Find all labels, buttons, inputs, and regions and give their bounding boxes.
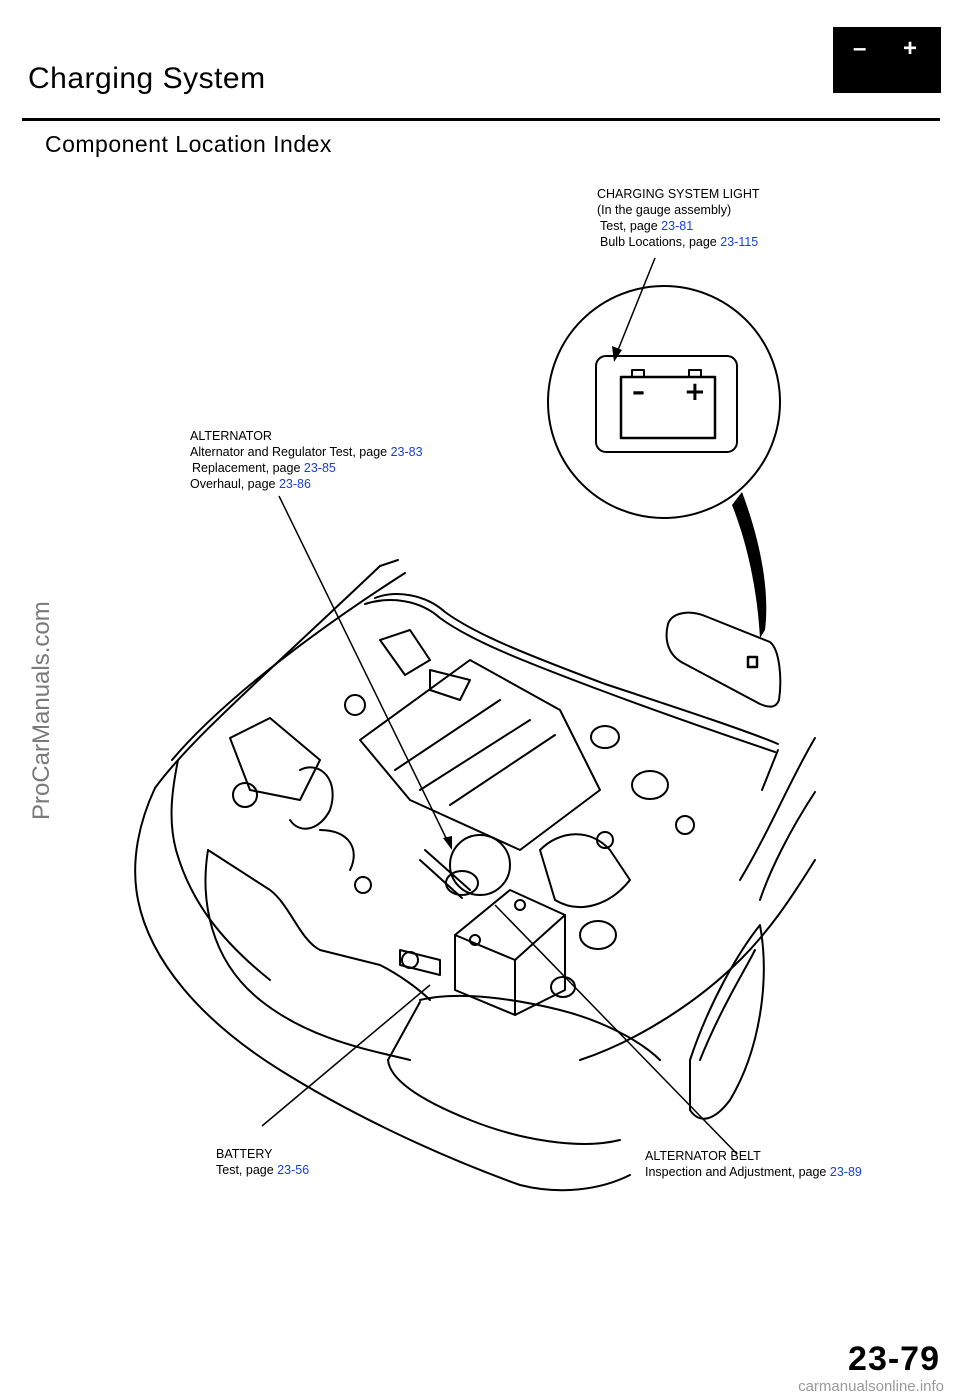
logo-minus: – <box>853 35 867 62</box>
battery-test-label: Test, page <box>216 1163 274 1177</box>
section-subtitle: Component Location Index <box>45 131 332 157</box>
alternator-overhaul-label: Overhaul, page <box>190 477 276 491</box>
alternator-test-link[interactable]: 23-83 <box>390 445 423 459</box>
belt-inspect-label: Inspection and Adjustment, page <box>645 1165 827 1179</box>
callout-charging-light: CHARGING SYSTEM LIGHT (In the gauge asse… <box>597 186 760 250</box>
alternator-overhaul-link[interactable]: 23-86 <box>278 477 311 491</box>
magnifier-circle <box>547 285 781 519</box>
footer-watermark: carmanualsonline.info <box>798 1378 944 1395</box>
battery-name: BATTERY <box>216 1147 273 1161</box>
gauge-minus: – <box>632 377 645 407</box>
charging-light-note: (In the gauge assembly) <box>597 203 732 217</box>
battery-box <box>454 889 566 1016</box>
charging-light-test-link[interactable]: 23-81 <box>661 219 694 233</box>
alternator-replace-label: Replacement, page <box>192 461 301 475</box>
gauge-battery-icon <box>619 375 717 440</box>
alternator-name: ALTERNATOR <box>190 429 272 443</box>
alternator-leader <box>278 495 450 845</box>
alternator-test-label: Alternator and Regulator Test, page <box>190 445 388 459</box>
side-watermark: ProCarManuals.com <box>28 601 55 820</box>
gauge-panel <box>595 355 738 453</box>
gauge-plus: + <box>684 377 706 407</box>
belt-name: ALTERNATOR BELT <box>645 1149 761 1163</box>
charging-light-bulb-link[interactable]: 23-115 <box>720 235 759 249</box>
charging-light-test-label: Test, page <box>600 219 658 233</box>
alternator <box>449 834 511 896</box>
charging-light-name: CHARGING SYSTEM LIGHT <box>597 187 760 201</box>
battery-leader <box>261 984 431 1127</box>
callout-alternator: ALTERNATOR Alternator and Regulator Test… <box>190 428 423 492</box>
charging-light-bulb-label: Bulb Locations, page <box>600 235 717 249</box>
page-title: Charging System <box>28 62 266 95</box>
battery-test-link[interactable]: 23-56 <box>277 1163 310 1177</box>
callout-battery: BATTERY Test, page 23-56 <box>216 1146 309 1178</box>
alternator-replace-link[interactable]: 23-85 <box>303 461 336 475</box>
logo-plus: + <box>903 35 918 62</box>
belt-leader <box>494 904 738 1155</box>
dashboard-inset <box>665 611 782 708</box>
callout-alternator-belt: ALTERNATOR BELT Inspection and Adjustmen… <box>645 1148 862 1180</box>
title-rule <box>22 118 940 121</box>
battery-icon: – + <box>833 27 941 93</box>
light-leader <box>617 257 656 351</box>
page-number: 23-79 <box>848 1340 940 1378</box>
belt-inspect-link[interactable]: 23-89 <box>829 1165 862 1179</box>
